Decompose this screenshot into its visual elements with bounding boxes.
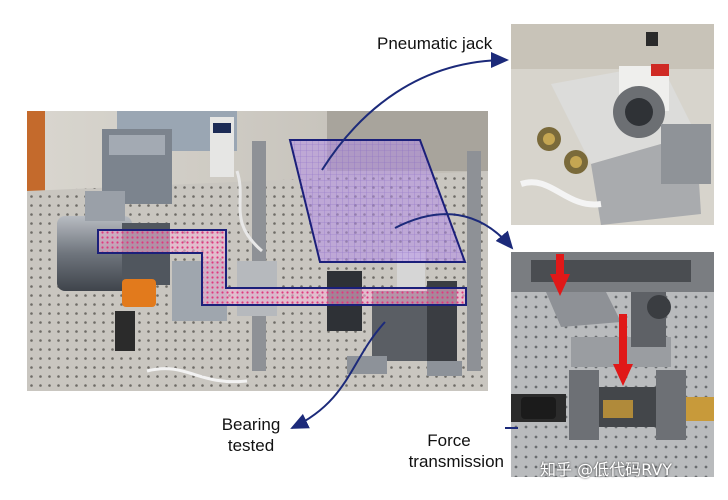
label-pneumatic-jack: Pneumatic jack xyxy=(377,34,493,53)
jack-closeup-photo xyxy=(511,24,714,225)
label-force-transmission: Force transmission xyxy=(394,430,504,472)
label-bearing-line2: tested xyxy=(227,436,275,455)
force-render-image xyxy=(511,252,714,477)
watermark: 知乎 @低代码RVY xyxy=(540,460,673,479)
label-bearing-line1: Bearing xyxy=(221,415,281,434)
label-bearing-tested: Bearing tested xyxy=(218,414,284,456)
label-force-line2: transmission xyxy=(408,452,504,471)
label-force-line1: Force xyxy=(427,431,471,450)
